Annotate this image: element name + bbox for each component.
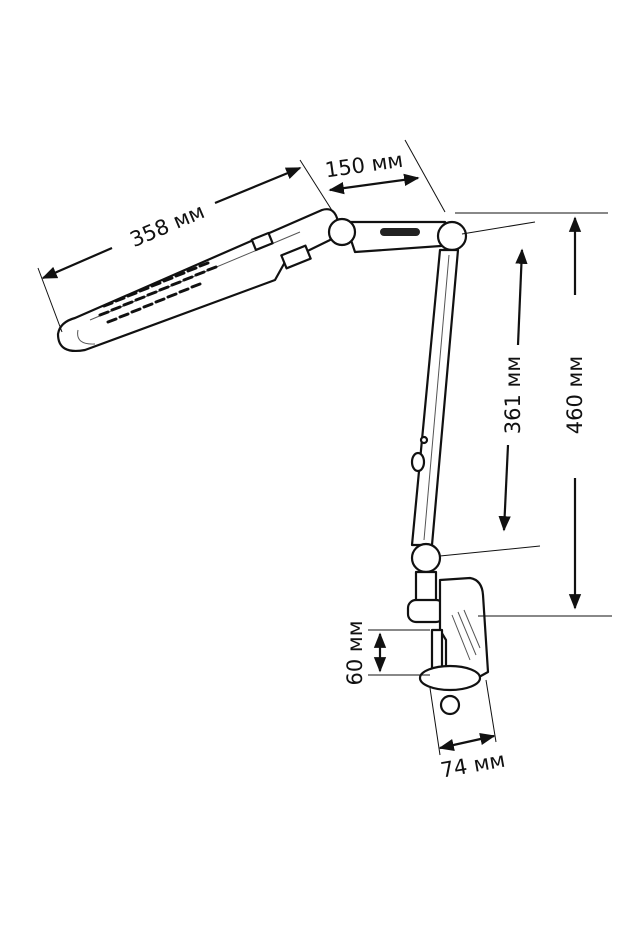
lower-arm — [410, 248, 460, 574]
dimension-lower-arm: 361 мм — [439, 221, 541, 557]
dimension-label-150: 150 мм — [324, 148, 405, 183]
dimension-label-60: 60 мм — [343, 620, 367, 685]
dimension-label-358: 358 мм — [126, 199, 208, 252]
dimension-total-height: 460 мм — [455, 212, 612, 617]
clamp-knob — [439, 694, 461, 716]
dimension-clamp-opening: 60 мм — [343, 620, 430, 686]
dimension-label-460: 460 мм — [563, 356, 587, 434]
clamp-screw — [430, 628, 444, 672]
dimension-upper-arm: 150 мм — [324, 139, 446, 213]
arm-button — [410, 451, 426, 473]
head-switch — [250, 231, 274, 252]
head-joint — [327, 217, 357, 247]
clamp — [406, 570, 490, 716]
dimension-label-361: 361 мм — [501, 356, 525, 434]
upper-arm — [327, 217, 468, 254]
lamp-head — [56, 208, 340, 352]
dimension-clamp-depth: 74 мм — [429, 679, 507, 783]
dimension-label-74: 74 мм — [439, 748, 507, 783]
vent-slots — [98, 261, 218, 324]
top-joint — [436, 220, 468, 252]
bottom-joint — [410, 542, 442, 574]
